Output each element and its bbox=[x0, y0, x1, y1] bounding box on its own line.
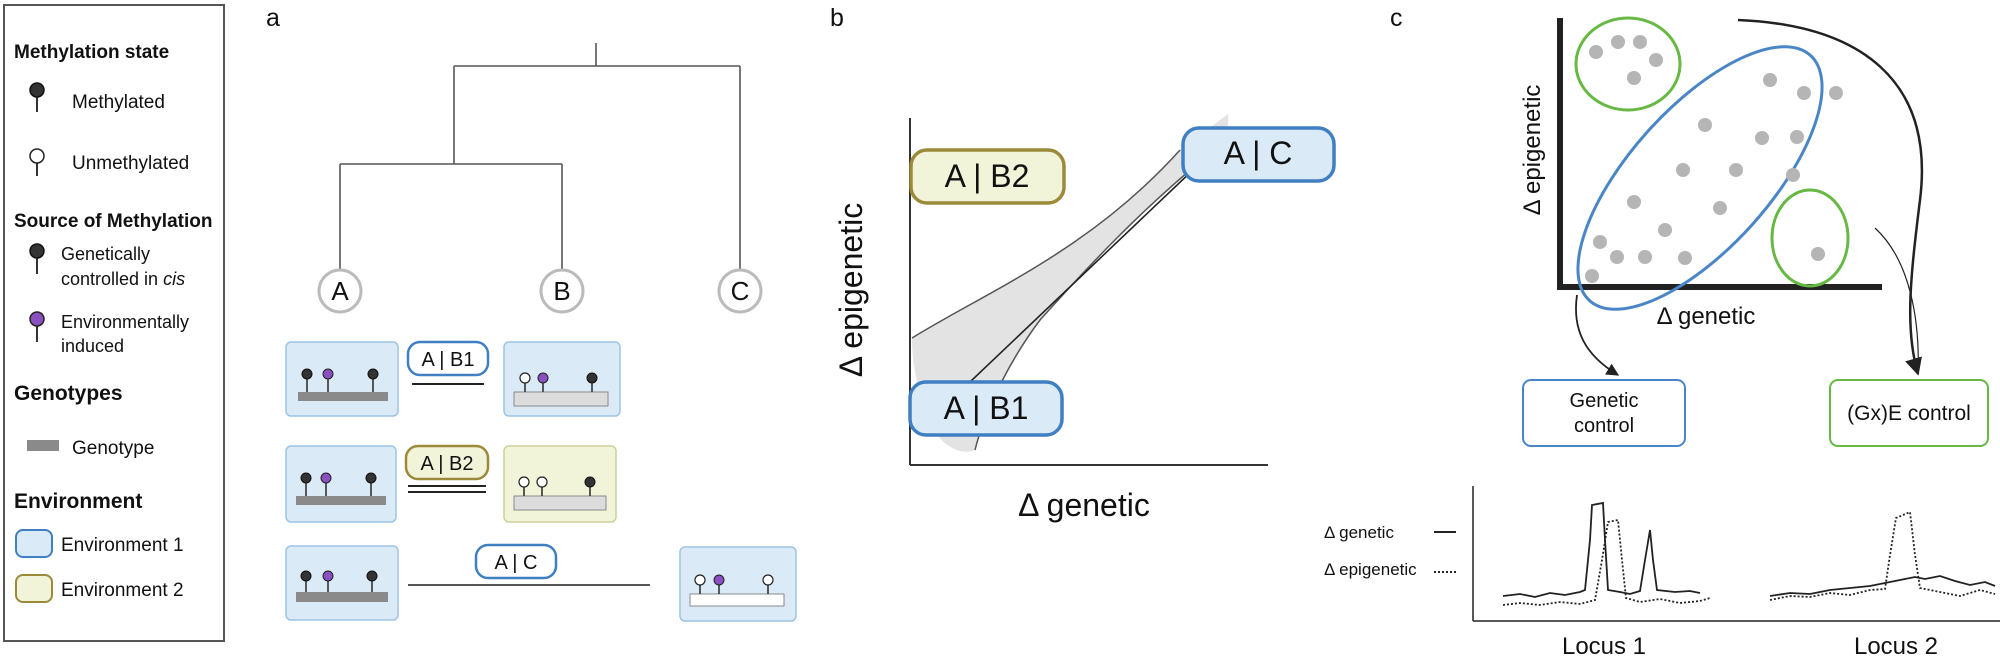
methylated-pin-icon bbox=[29, 82, 45, 112]
gxe-control-box: (Gx)E control bbox=[1829, 379, 1989, 447]
label-a-b1: A | B1 bbox=[908, 380, 1064, 437]
panel-b-xlabel: Δ genetic bbox=[1018, 487, 1150, 523]
sample-c-env1 bbox=[679, 546, 797, 622]
panel-a: a A B C bbox=[266, 4, 797, 622]
genetic-pin-icon bbox=[29, 243, 45, 274]
legend-genetic-line2: controlled in cis bbox=[61, 269, 185, 289]
locus1-label: Locus 1 bbox=[1562, 633, 1646, 660]
locus2-genetic-trace bbox=[1769, 575, 1996, 597]
node-a-label: A bbox=[331, 276, 349, 306]
node-b-label: B bbox=[553, 276, 570, 306]
legend-env-line2: induced bbox=[61, 336, 124, 356]
pair-badge-a-b2: A | B2 bbox=[404, 444, 490, 493]
sample-a-env1-row2 bbox=[285, 445, 397, 523]
locus2-epigenetic-trace bbox=[1769, 510, 1996, 601]
pair-ab1-label: A | B1 bbox=[421, 349, 474, 371]
environment-2-swatch bbox=[15, 574, 53, 603]
label-ac-text: A | C bbox=[1224, 135, 1293, 171]
locus2-label: Locus 2 bbox=[1854, 633, 1938, 660]
sample-a-env1-row3 bbox=[285, 545, 399, 621]
legend-methylated-label: Methylated bbox=[72, 92, 165, 113]
node-c-label: C bbox=[731, 276, 750, 306]
legend: Methylation state Methylated Unmethylate… bbox=[3, 4, 225, 642]
locus1-epigenetic-trace bbox=[1502, 518, 1711, 606]
tree-node-c: C bbox=[717, 268, 763, 314]
cluster-blue-main bbox=[1576, 45, 1824, 311]
legend-env2-label: Environment 2 bbox=[61, 580, 184, 601]
scatter-points bbox=[1585, 35, 1843, 283]
label-a-c: A | C bbox=[1181, 126, 1336, 183]
environment-1-swatch bbox=[15, 529, 53, 558]
locus1-genetic-trace bbox=[1502, 501, 1701, 598]
legend-methylation-heading: Methylation state bbox=[14, 42, 169, 63]
pair-badge-a-c: A | C bbox=[474, 543, 558, 580]
panel-c: c Δ epigenetic Δ genetic Genetic control bbox=[1324, 4, 2000, 660]
legend-environment-heading: Environment bbox=[14, 490, 142, 513]
panel-c-letter: c bbox=[1390, 4, 1403, 32]
label-a-b2: A | B2 bbox=[909, 148, 1066, 205]
arrow-to-genetic-control bbox=[1575, 294, 1620, 376]
panel-b-ylabel: Δ epigenetic bbox=[833, 203, 869, 377]
genetic-control-line2: control bbox=[1574, 415, 1634, 437]
legend-genotypes-heading: Genotypes bbox=[14, 382, 123, 405]
panel-b-letter: b bbox=[830, 4, 844, 32]
pair-ab2-label: A | B2 bbox=[420, 453, 473, 475]
tree-node-b: B bbox=[539, 268, 585, 314]
legend-env-line1: Environmentally bbox=[61, 312, 189, 332]
panel-c-xlabel: Δ genetic bbox=[1657, 303, 1756, 330]
gxe-control-label: (Gx)E control bbox=[1847, 402, 1971, 425]
label-ab2-text: A | B2 bbox=[945, 158, 1030, 194]
panel-a-letter: a bbox=[266, 4, 280, 32]
label-ab1-text: A | B1 bbox=[944, 390, 1029, 426]
genetic-control-line1: Genetic bbox=[1570, 390, 1639, 412]
induced-pin-icon bbox=[29, 311, 45, 342]
legend-genetic-line1: Genetically bbox=[61, 244, 150, 264]
tree-node-a: A bbox=[317, 268, 363, 314]
genotype-bar-icon bbox=[27, 440, 59, 451]
panel-c-ylabel: Δ epigenetic bbox=[1519, 85, 1546, 216]
arrow-gxe-secondary bbox=[1874, 227, 1919, 375]
cluster-green-bottom bbox=[1770, 188, 1850, 288]
unmethylated-pin-icon bbox=[29, 148, 45, 176]
legend-unmethylated-label: Unmethylated bbox=[72, 153, 189, 174]
pair-ac-label: A | C bbox=[495, 552, 538, 574]
legend-genotype-label: Genotype bbox=[72, 438, 154, 459]
panel-b: b A | B2 A | C A | B1 Δ epigenetic Δ gen… bbox=[830, 4, 1336, 523]
legend-source-heading: Source of Methylation bbox=[14, 211, 212, 232]
phylogenetic-tree bbox=[339, 43, 741, 272]
sample-a-env1-row1 bbox=[285, 341, 399, 417]
trace-legend-genetic: Δ genetic bbox=[1324, 523, 1394, 542]
trend-line bbox=[969, 167, 1196, 383]
sample-b1-env1 bbox=[503, 341, 621, 417]
trace-legend-epigenetic: Δ epigenetic bbox=[1324, 560, 1417, 579]
pair-badge-a-b1: A | B1 bbox=[406, 340, 490, 385]
confidence-band bbox=[912, 114, 1229, 452]
sample-b2-env2 bbox=[503, 445, 617, 523]
cluster-green-top bbox=[1574, 16, 1682, 112]
genetic-control-box: Genetic control bbox=[1522, 379, 1686, 447]
band-upper-edge bbox=[911, 149, 1181, 339]
arrow-to-gxe-control bbox=[1737, 18, 1924, 376]
legend-env1-label: Environment 1 bbox=[61, 535, 184, 556]
